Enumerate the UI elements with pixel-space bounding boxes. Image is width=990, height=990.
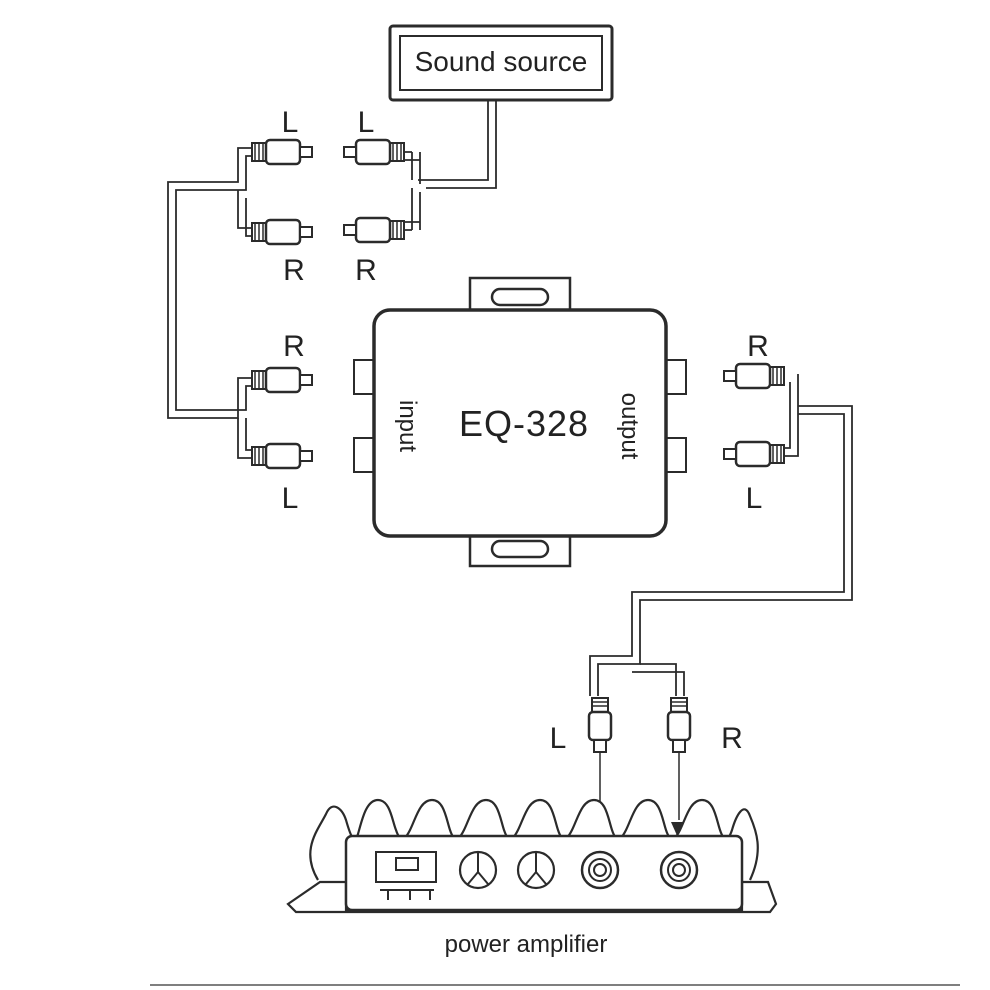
channel-label-amp-right: R xyxy=(721,722,743,755)
sound-source-box: Sound source xyxy=(388,24,614,102)
eq-device: EQ-328 input output xyxy=(353,276,687,568)
channel-label-input-bottom: L xyxy=(282,482,299,515)
channel-label-input-top: R xyxy=(283,330,305,363)
cables xyxy=(167,100,853,696)
power-amplifier-label: power amplifier xyxy=(445,931,608,958)
channel-label-output-bottom: L xyxy=(746,482,763,515)
channel-label-source-top-left: L xyxy=(282,106,299,139)
input-label: input xyxy=(394,400,421,452)
power-amplifier xyxy=(286,798,778,914)
channel-label-output-top: R xyxy=(747,330,769,363)
output-plugs xyxy=(722,362,786,468)
channel-label-source-top-right: L xyxy=(358,106,375,139)
channel-label-amp-left: L xyxy=(550,722,567,755)
channel-label-source-bottom-left: R xyxy=(283,254,305,287)
input-plugs xyxy=(250,366,314,470)
eq-model-label: EQ-328 xyxy=(459,403,589,444)
source-plugs xyxy=(250,138,406,246)
sound-source-label: Sound source xyxy=(415,46,588,77)
channel-label-source-bottom-right: R xyxy=(355,254,377,287)
output-label: output xyxy=(616,393,643,460)
